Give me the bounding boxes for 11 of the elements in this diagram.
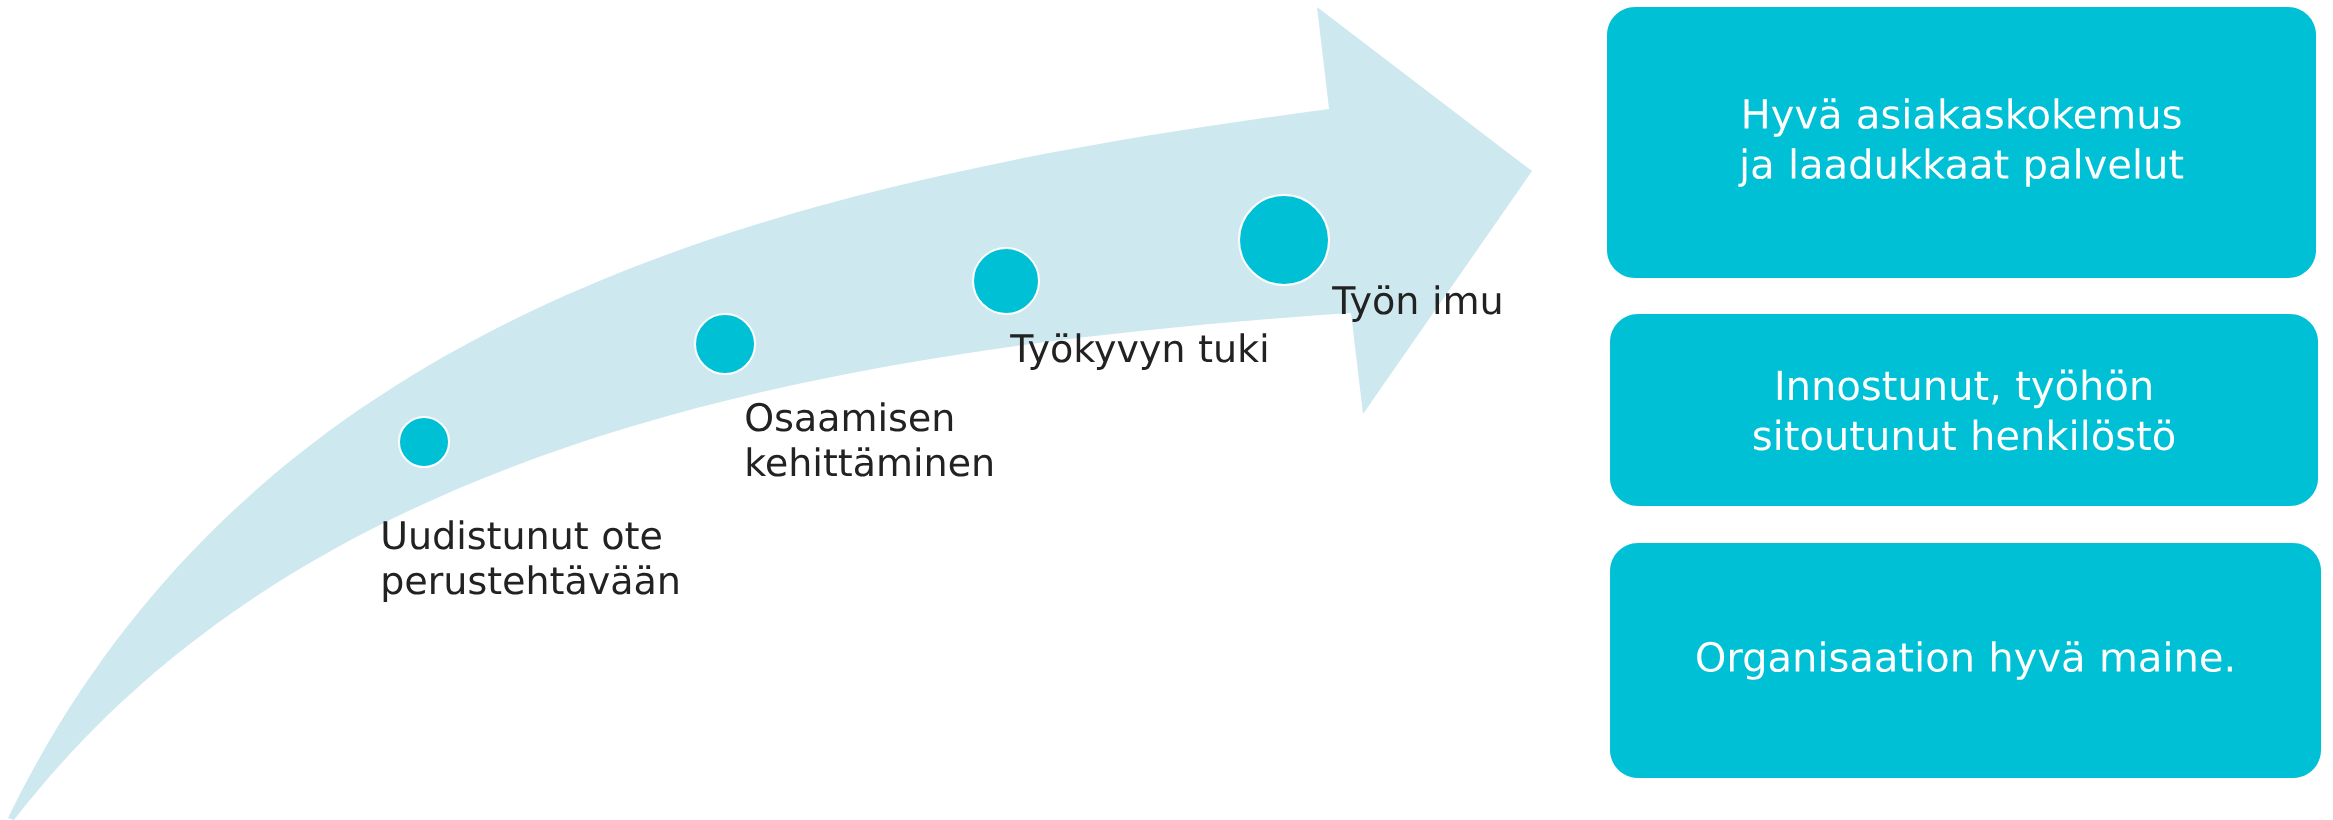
- result-box: Hyvä asiakaskokemus ja laadukkaat palvelut: [1607, 7, 2317, 278]
- step-label: Työkyvyn tuki: [1010, 333, 1267, 370]
- result-box: Organisaation hyvä maine.: [1610, 543, 2322, 778]
- circle-marker: [1238, 194, 1330, 286]
- step-label: Osaamisen kehittäminen: [746, 402, 992, 477]
- result-box: Innostunut, työhön sitoutunut henkilöstö: [1610, 314, 2319, 506]
- step-label: Uudistunut ote perustehtävään: [383, 520, 678, 602]
- circle-marker: [694, 313, 756, 375]
- circle-marker: [972, 247, 1040, 315]
- step-label: Työn imu: [1332, 285, 1501, 322]
- circle-marker: [398, 416, 450, 468]
